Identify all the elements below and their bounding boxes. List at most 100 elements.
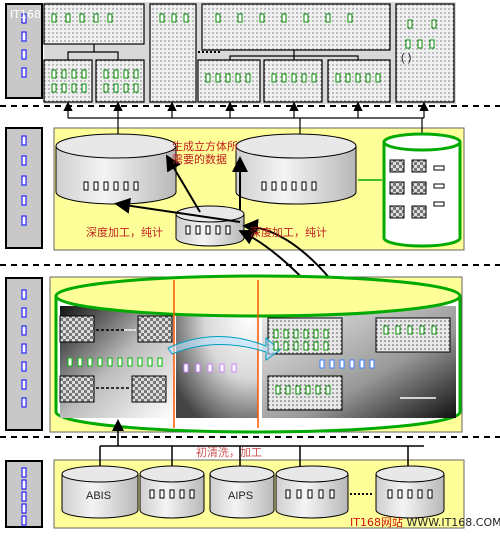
cube-bracket-label: ( ): [401, 52, 412, 64]
glyph-mark: [81, 69, 87, 79]
glyph-mark: [387, 489, 393, 499]
glyph-mark: [429, 39, 435, 49]
glyph-mark: [397, 489, 403, 499]
glyph-mark: [61, 83, 67, 93]
glyph-mark: [375, 73, 381, 83]
glyph-mark: [113, 181, 119, 191]
db-abis-label: ABIS: [86, 490, 112, 502]
watermark: IT168: [10, 8, 41, 21]
glyph-mark: [219, 363, 225, 373]
glyph-mark: [427, 489, 433, 499]
glyph-mark: [133, 83, 139, 93]
glyph-mark: [215, 73, 221, 83]
initial-clean-label: 初清洗，加工: [196, 446, 262, 459]
glyph-mark: [273, 329, 279, 339]
glyph-mark: [431, 325, 437, 335]
flow-arrow-swoosh: [167, 335, 281, 361]
glyph-mark: [407, 19, 413, 29]
glyph-mark: [133, 69, 139, 79]
glyph-mark: [87, 357, 93, 367]
glyph-mark: [169, 489, 175, 499]
glyph-mark: [157, 357, 163, 367]
warehouse-cells: [59, 315, 451, 411]
glyph-mark: [275, 385, 281, 395]
glyph-mark: [113, 69, 119, 79]
glyph-mark: [303, 329, 309, 339]
glyph-mark: [21, 135, 27, 146]
glyph-mark: [127, 357, 133, 367]
glyph-mark: [407, 489, 413, 499]
glyph-mark: [133, 181, 139, 191]
glyph-mark: [313, 341, 319, 351]
glyph-mark: [355, 73, 361, 83]
glyph-mark: [319, 359, 325, 369]
glyph-mark: [303, 341, 309, 351]
glyph-mark: [185, 225, 191, 235]
glyph-mark: [205, 225, 211, 235]
glyph-mark: [21, 397, 27, 408]
glyph-mark: [107, 13, 113, 23]
warehouse-cylinder: [54, 274, 462, 434]
glyph-mark: [407, 325, 413, 335]
glyph-mark: [365, 73, 371, 83]
mart-cylinder-right: [235, 133, 357, 205]
glyph-mark: [305, 385, 311, 395]
glyph-mark: [93, 13, 99, 23]
glyph-mark: [207, 363, 213, 373]
glyph-mark: [21, 515, 27, 526]
glyph-mark: [147, 357, 153, 367]
deep-proc-left-label: 深度加工，纯计: [86, 226, 163, 239]
glyph-mark: [103, 83, 109, 93]
glyph-mark: [259, 13, 265, 23]
glyph-mark: [325, 13, 331, 23]
glyph-mark: [97, 357, 103, 367]
glyph-mark: [103, 69, 109, 79]
up-arrows-top: [63, 101, 429, 118]
glyph-mark: [323, 341, 329, 351]
glyph-mark: [215, 13, 221, 23]
glyph-mark: [21, 49, 27, 60]
glyph-mark: [61, 69, 67, 79]
glyph-mark: [271, 73, 277, 83]
glyph-mark: [225, 225, 231, 235]
glyph-mark: [117, 357, 123, 367]
source-glyphs: [149, 489, 433, 499]
glyph-mark: [273, 341, 279, 351]
footer-site-cn: IT168网站: [350, 516, 403, 529]
warehouse-glyphs: [67, 325, 437, 395]
glyph-mark: [291, 181, 297, 191]
glyph-mark: [395, 325, 401, 335]
footer-site-url: WWW.IT168.COM: [406, 516, 500, 529]
glyph-mark: [291, 73, 297, 83]
glyph-mark: [296, 489, 302, 499]
glyph-mark: [183, 13, 189, 23]
glyph-mark: [189, 489, 195, 499]
glyph-mark: [215, 225, 221, 235]
glyph-mark: [245, 73, 251, 83]
glyph-mark: [71, 69, 77, 79]
glyph-mark: [225, 73, 231, 83]
glyph-mark: [281, 181, 287, 191]
glyph-mark: [107, 357, 113, 367]
glyph-mark: [123, 69, 129, 79]
glyph-mark: [405, 39, 411, 49]
glyph-mark: [21, 155, 27, 166]
glyph-mark: [323, 329, 329, 339]
glyph-mark: [83, 181, 89, 191]
glyph-mark: [21, 479, 27, 490]
glyph-mark: [311, 73, 317, 83]
glyph-mark: [271, 181, 277, 191]
glyph-mark: [293, 341, 299, 351]
glyph-mark: [383, 325, 389, 335]
glyph-mark: [433, 165, 445, 171]
glyph-mark: [235, 73, 241, 83]
glyph-mark: [301, 181, 307, 191]
glyph-mark: [431, 19, 437, 29]
deep-proc-right-label: 深度加工，纯计: [250, 226, 327, 239]
glyph-mark: [183, 363, 189, 373]
glyph-mark: [21, 491, 27, 502]
glyph-mark: [349, 359, 355, 369]
glyph-mark: [21, 343, 27, 354]
cube-cells: [389, 159, 427, 219]
glyph-mark: [65, 13, 71, 23]
